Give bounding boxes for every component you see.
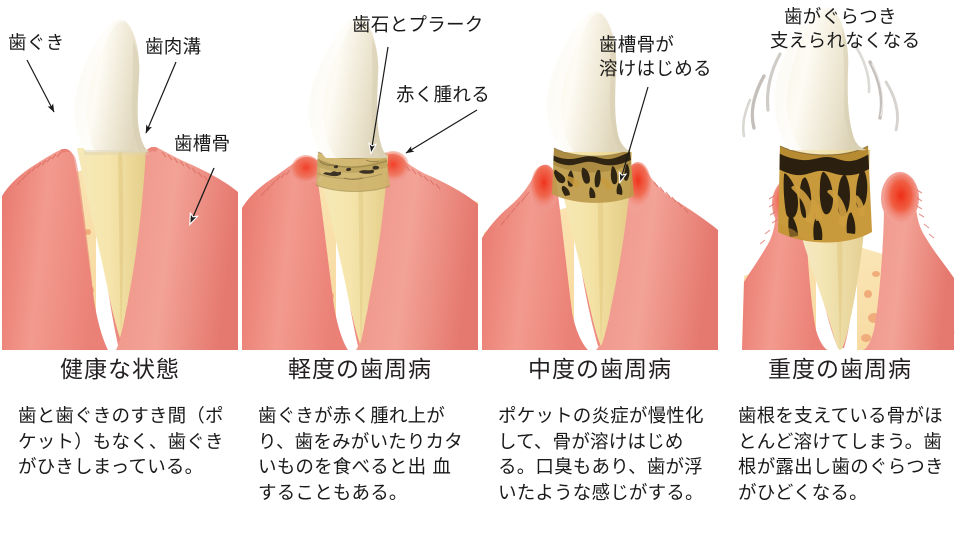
panel-body-healthy: 歯と歯ぐきのすき間（ポケット）もなく、歯ぐきがひきしまっている。: [18, 406, 224, 478]
annotation-red-swelling: 赤く腫れる: [396, 85, 491, 106]
panel-healthy-illustration: [0, 0, 240, 350]
panel-title-mild: 軽度の歯周病: [288, 357, 432, 383]
annotation-bone-dissolving-line1: 歯槽骨が: [599, 35, 675, 56]
annotation-bone-dissolving-line2: 溶けはじめる: [599, 59, 712, 80]
annotation-tooth-loosening-line2: 支えられなくなる: [770, 31, 921, 52]
annotation-gums: 歯ぐき: [8, 33, 65, 54]
panel-title-healthy: 健康な状態: [60, 357, 180, 383]
panel-moderate: 中度の歯周病 ポケットの炎症が慢性化して、骨が溶けはじめる。口臭もあり、歯が浮い…: [480, 0, 720, 547]
panel-mild: 軽度の歯周病 歯ぐきが赤く腫れ上がり、歯をみがいたりカタいものを食べると出 血す…: [240, 0, 480, 547]
panel-body-mild: 歯ぐきが赤く腫れ上がり、歯をみがいたりカタいものを食べると出 血することもある。: [258, 406, 463, 504]
annotation-gingival-sulcus: 歯肉溝: [145, 37, 202, 58]
annotation-tartar-and-plaque: 歯石とプラーク: [352, 15, 484, 36]
panel-title-moderate: 中度の歯周病: [528, 357, 672, 383]
panel-mild-illustration: [240, 0, 480, 350]
panel-body-moderate: ポケットの炎症が慢性化して、骨が溶けはじめる。口臭もあり、歯が浮いたような感じが…: [498, 406, 704, 504]
panel-healthy: 健康な状態 歯と歯ぐきのすき間（ポケット）もなく、歯ぐきがひきしまっている。: [0, 0, 240, 547]
panel-severe-illustration: [720, 0, 960, 350]
panel-severe: 重度の歯周病 歯根を支えている骨がほとんど溶けてしまう。歯根が露出し歯のぐらつき…: [720, 0, 960, 547]
panel-body-severe: 歯根を支えている骨がほとんど溶けてしまう。歯根が露出し歯のぐらつきがひどくなる。: [738, 406, 944, 504]
panel-moderate-illustration: [480, 0, 720, 350]
annotation-tooth-loosening-line1: 歯がぐらつき: [784, 7, 897, 28]
panel-title-severe: 重度の歯周病: [768, 357, 912, 383]
annotation-alveolar-bone: 歯槽骨: [174, 134, 231, 155]
